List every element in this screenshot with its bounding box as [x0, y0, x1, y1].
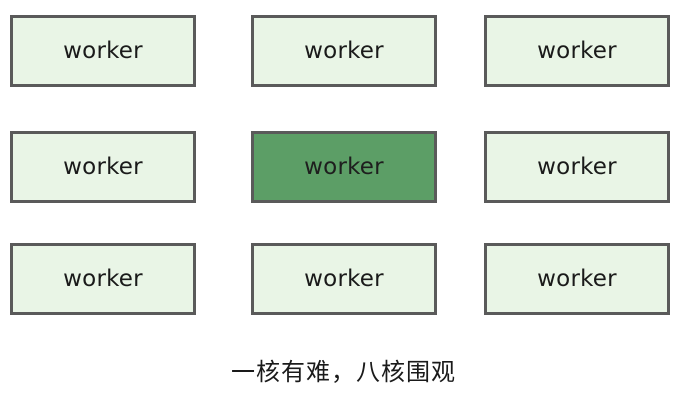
- worker-box-3-3: worker: [484, 243, 670, 315]
- worker-box-2-2-highlighted: worker: [251, 131, 437, 203]
- worker-box-1-3: worker: [484, 15, 670, 87]
- worker-box-1-1: worker: [10, 15, 196, 87]
- worker-box-2-1: worker: [10, 131, 196, 203]
- worker-box-1-2: worker: [251, 15, 437, 87]
- worker-grid: worker worker worker worker worker worke…: [10, 15, 670, 315]
- diagram-caption: 一核有难，八核围观: [231, 358, 456, 386]
- worker-box-3-2: worker: [251, 243, 437, 315]
- worker-box-3-1: worker: [10, 243, 196, 315]
- worker-box-2-3: worker: [484, 131, 670, 203]
